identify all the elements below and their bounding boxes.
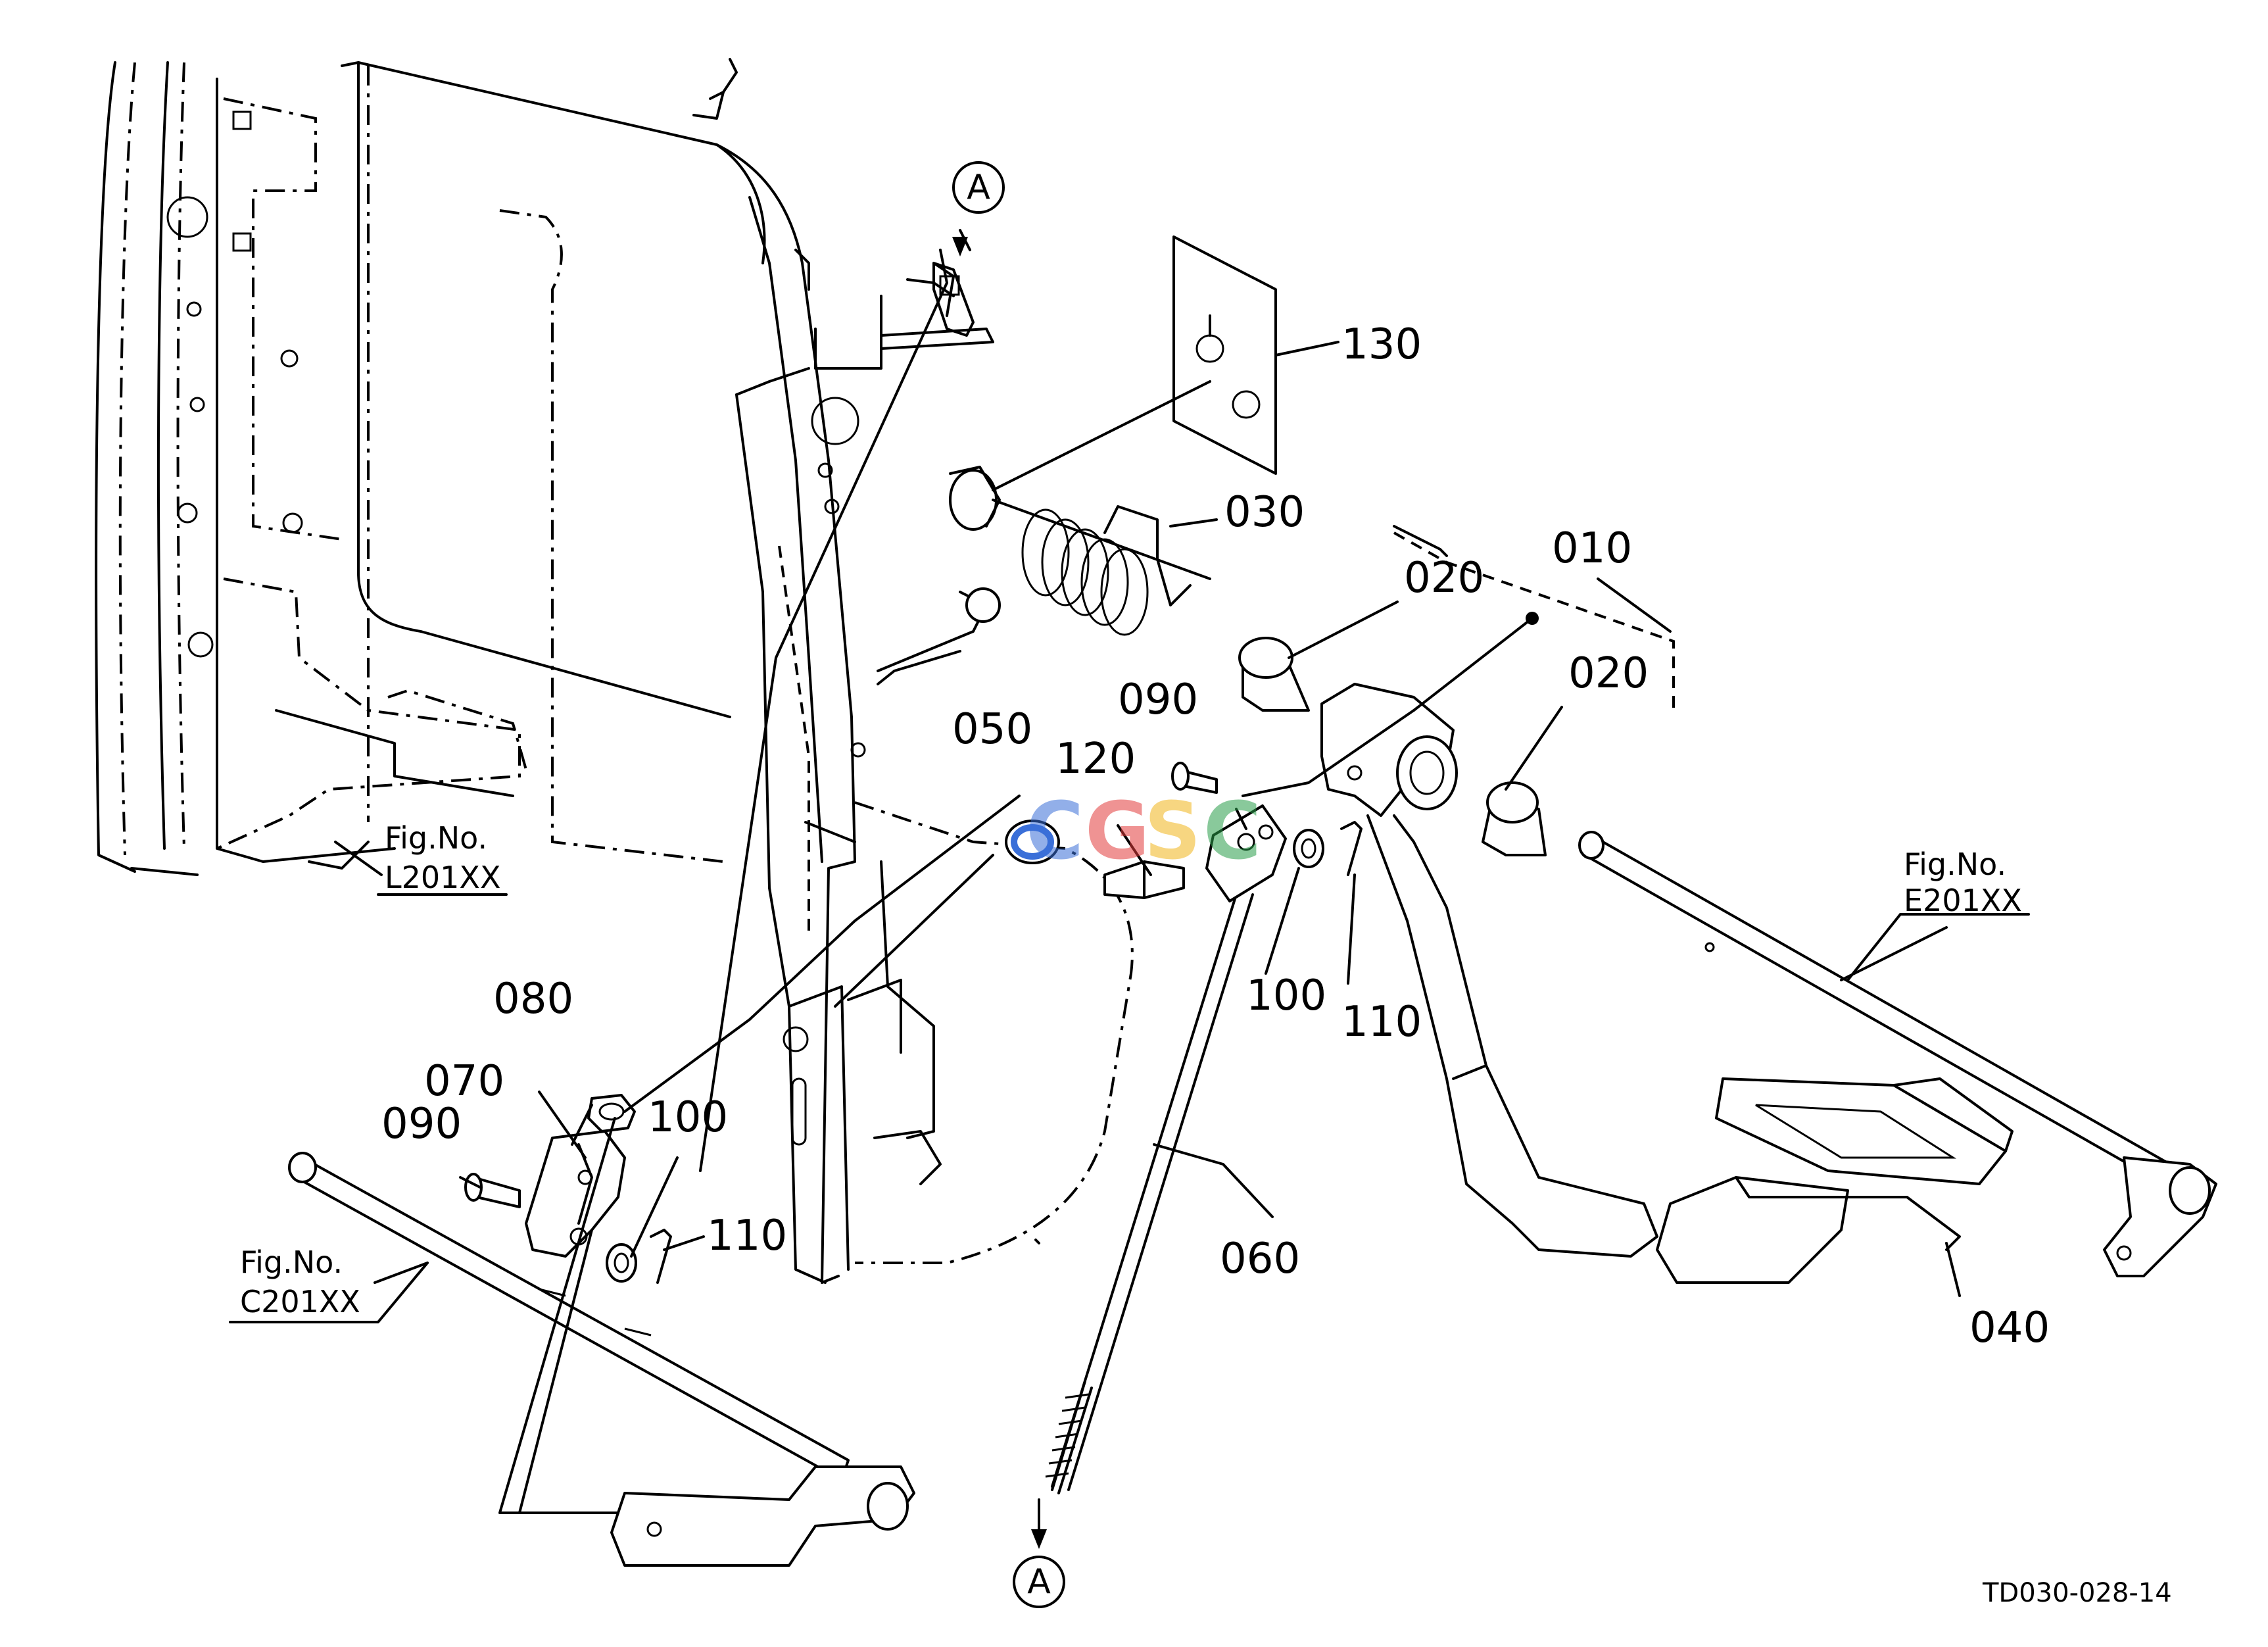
label-010: 010 — [1552, 524, 1632, 573]
pedal-shaft — [1578, 831, 2217, 1277]
label-040: 040 — [1969, 1304, 2050, 1352]
label-120: 120 — [1055, 735, 1136, 783]
watermark-letter-2: G — [1085, 786, 1150, 877]
pedal-rod-060 — [1045, 804, 1287, 1494]
washer-100-upper — [1293, 829, 1324, 868]
frame-panel-assembly — [95, 61, 766, 876]
label-090-lower: 090 — [381, 1100, 462, 1148]
label-080: 080 — [493, 975, 573, 1023]
fig-ref-e-code: E201XX — [1904, 883, 2022, 918]
pin-090-lower — [464, 1173, 521, 1208]
label-130: 130 — [1341, 320, 1422, 369]
ref-mark-top-letter: A — [967, 168, 990, 207]
spring-030 — [949, 466, 1192, 636]
part-label-texts: 130 030 010 020 020 090 120 050 100 110 … — [381, 320, 2050, 1352]
bushing-020-lower — [1482, 781, 1547, 856]
leader-lines — [374, 229, 1961, 1540]
fig-ref-leaders — [229, 841, 2030, 1323]
fig-ref-c-label: Fig.No. — [240, 1244, 343, 1280]
label-110-upper: 110 — [1341, 998, 1422, 1046]
watermark-letter-4: C — [1203, 786, 1261, 877]
label-060: 060 — [1220, 1235, 1300, 1283]
clip-120 — [1103, 860, 1185, 899]
collar-050 — [1005, 820, 1060, 864]
ref-mark-bottom: A — [1013, 1556, 1065, 1608]
cotter-110-lower — [650, 1229, 672, 1284]
ref-mark-top: A — [952, 161, 1005, 214]
washer-100-lower — [606, 1243, 637, 1283]
watermark-letter-3: S — [1144, 786, 1201, 877]
diagram-code: TD030-028-14 — [1982, 1578, 2172, 1608]
label-020-lower: 020 — [1568, 649, 1649, 698]
fig-ref-c-code: C201XX — [240, 1284, 360, 1319]
plate-130 — [1172, 235, 1277, 475]
label-090-upper: 090 — [1118, 676, 1198, 724]
label-020-upper: 020 — [1404, 554, 1484, 602]
fig-ref-l-label: Fig.No. — [385, 820, 487, 856]
fig-ref-l-code: L201XX — [385, 860, 500, 895]
cross-shaft — [288, 1152, 915, 1567]
fig-ref-e-label: Fig.No. — [1904, 847, 2006, 882]
label-100-lower: 100 — [648, 1093, 728, 1142]
reference-arrows — [952, 237, 1047, 1549]
label-030: 030 — [1224, 488, 1305, 537]
ref-mark-bottom-letter: A — [1027, 1562, 1051, 1602]
pedal-bracket-post — [692, 58, 1134, 1284]
cotter-110-upper — [1340, 821, 1363, 876]
upper-clip-bracket — [932, 262, 975, 337]
label-100-upper: 100 — [1246, 971, 1326, 1020]
pin-090-upper — [1171, 762, 1218, 794]
fig-ref-texts: Fig.No. L201XX Fig.No. C201XX Fig.No. E2… — [240, 820, 2022, 1319]
watermark-logo: C G S C — [1026, 786, 1261, 877]
label-110-lower: 110 — [707, 1212, 787, 1260]
label-070: 070 — [424, 1057, 504, 1106]
bushing-020-upper — [1238, 637, 1310, 712]
watermark-letter-1: C — [1026, 786, 1084, 877]
label-050: 050 — [952, 705, 1032, 754]
pedal-assembly-010 — [1320, 612, 2014, 1284]
lever-070 — [525, 1130, 626, 1258]
